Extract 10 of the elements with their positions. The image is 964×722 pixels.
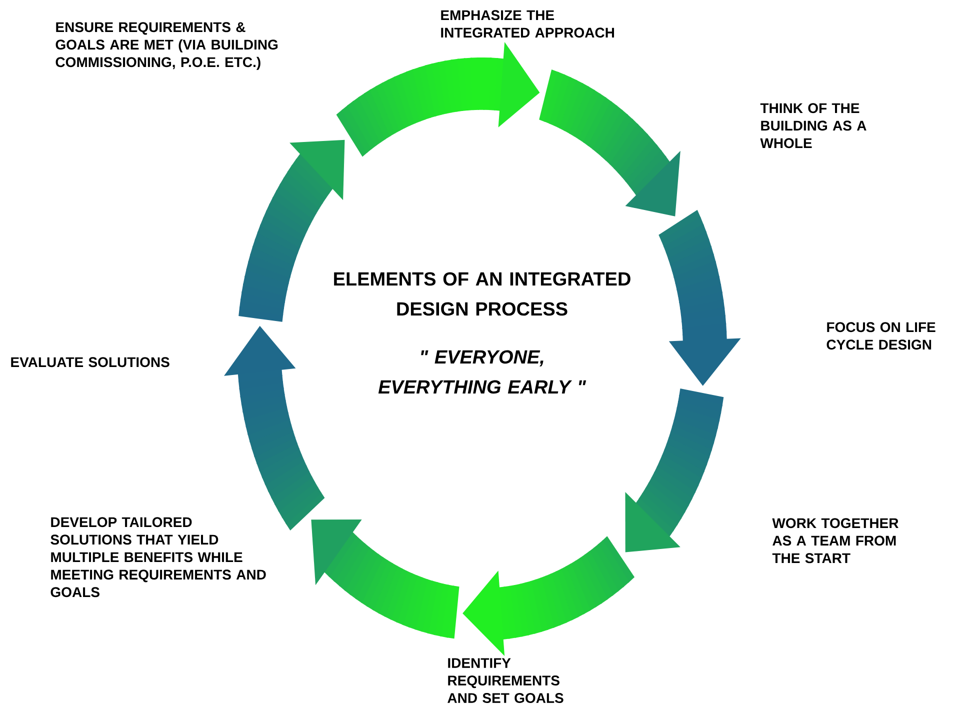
step-label: DEVELOP TAILORED SOLUTIONS THAT YIELD MULTIPLE BENEFITS WHILE MEETING REQUIREMENTS AND GOALS bbox=[50, 517, 266, 598]
step-label: EMPHASIZE THE INTEGRATED APPROACH bbox=[441, 10, 614, 38]
step-label: FOCUS ON LIFE CYCLE DESIGN bbox=[826, 322, 936, 350]
center-title: ELEMENTS OF AN INTEGRATED DESIGN PROCESS bbox=[334, 272, 630, 316]
step-label: IDENTIFY REQUIREMENTS AND SET GOALS bbox=[448, 658, 564, 703]
step-label: THINK OF THE BUILDING AS A WHOLE bbox=[760, 103, 866, 148]
step-label: ENSURE REQUIREMENTS & GOALS ARE MET (VIA BUILDING COMMISSIONING, P.O.E. ETC.) bbox=[56, 22, 278, 70]
step-label: EVALUATE SOLUTIONS bbox=[11, 357, 170, 368]
motto: " EVERYONE, EVERYTHING EARLY " bbox=[378, 350, 586, 394]
step-label: WORK TOGETHER AS A TEAM FROM THE START bbox=[772, 518, 898, 564]
